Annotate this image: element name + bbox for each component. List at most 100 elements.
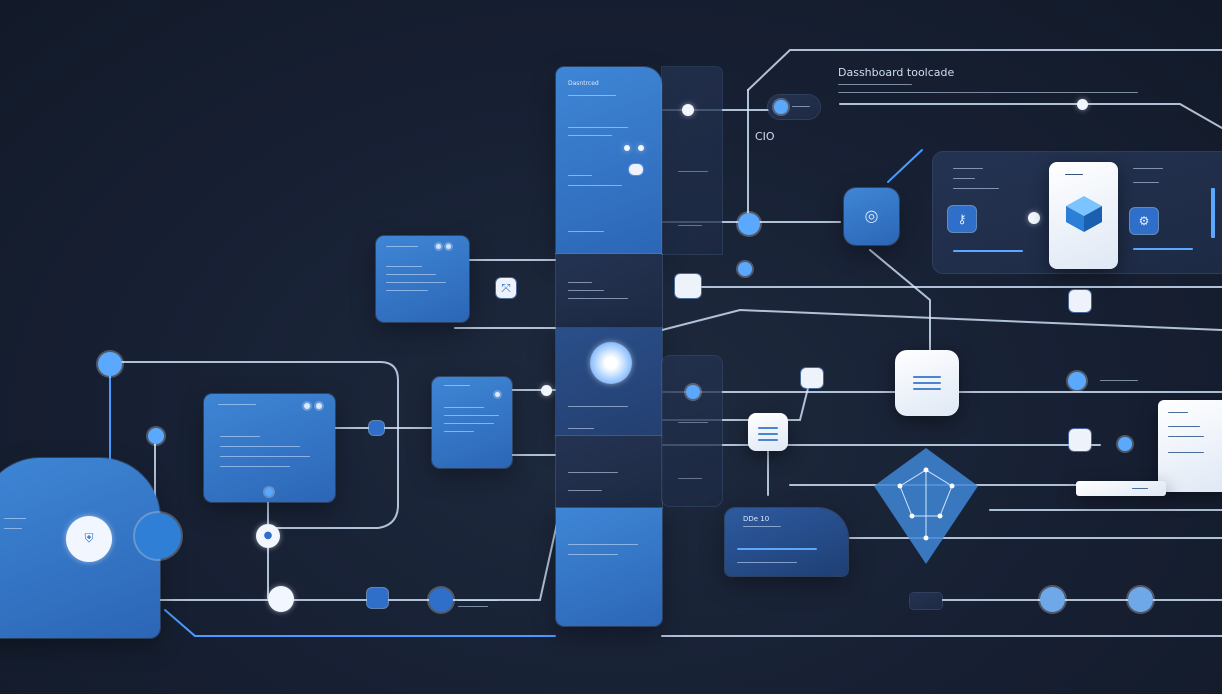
card-center-left[interactable] (432, 377, 512, 468)
central-column-mid[interactable] (556, 254, 662, 328)
status-dot (624, 145, 630, 151)
status-dot (495, 392, 500, 397)
text-line (568, 95, 616, 96)
drop-node[interactable]: ● (256, 524, 280, 548)
text-line (913, 376, 941, 378)
shield-node[interactable]: ⛨ (66, 516, 112, 562)
battery-icon[interactable] (910, 593, 942, 609)
gear-glyph: ⚙ (1138, 214, 1150, 228)
toggle-pill[interactable] (768, 95, 820, 119)
connector-left-top (109, 361, 399, 529)
text-line (568, 428, 594, 429)
side-window[interactable] (1158, 400, 1222, 492)
status-dot (304, 403, 310, 409)
status-dot (265, 488, 273, 496)
progress-bar (737, 548, 817, 550)
text-line (678, 478, 702, 479)
download-icon[interactable] (801, 368, 823, 388)
settings-icon[interactable]: ⚙ (1130, 208, 1158, 234)
text-line (1133, 182, 1159, 183)
toggle-knob (774, 100, 788, 114)
doc-node[interactable] (135, 513, 181, 559)
mic-node[interactable] (429, 588, 453, 612)
lock-node[interactable] (98, 352, 122, 376)
text-line (220, 466, 290, 467)
cloud-node[interactable] (1068, 372, 1086, 390)
panel-label: CIO (755, 130, 775, 143)
progress-bar (953, 250, 1023, 252)
refresh-icon[interactable] (1069, 429, 1091, 451)
slider-handle[interactable] (1077, 99, 1088, 110)
side-strip-lower (662, 356, 722, 506)
focus-orb[interactable] (590, 342, 632, 384)
central-column-top[interactable]: Dasntrced (556, 67, 662, 254)
link-glyph: ⤧ (501, 281, 511, 295)
text-line (444, 423, 494, 424)
search-bar[interactable] (1076, 481, 1166, 496)
text-line (568, 231, 604, 232)
text-line (758, 439, 778, 441)
text-line (386, 290, 428, 291)
small-node[interactable] (148, 428, 164, 444)
text-line (444, 407, 484, 408)
bottom-node-1[interactable] (1040, 587, 1065, 612)
card-top-left[interactable] (376, 236, 469, 322)
lower-blue-panel[interactable]: DDe 10 (725, 508, 848, 576)
vertical-slider[interactable] (1211, 188, 1215, 238)
fingerprint-node[interactable]: ◎ (844, 188, 899, 245)
text-line (4, 518, 26, 519)
gear-node[interactable] (738, 213, 760, 235)
text-line (568, 135, 612, 136)
link-icon[interactable]: ⤧ (496, 278, 516, 298)
server-node[interactable] (895, 350, 959, 416)
panel-outline (747, 49, 1222, 91)
text-line (444, 385, 470, 386)
text-line (4, 528, 22, 529)
cloud-icon[interactable] (1069, 290, 1091, 312)
central-column-focus[interactable] (556, 328, 662, 436)
text-line (737, 562, 797, 563)
text-line (678, 171, 708, 172)
status-dot (436, 244, 441, 249)
junction-node (541, 385, 552, 396)
text-line (678, 422, 708, 423)
blue-connector-bottom (164, 609, 556, 637)
card-left-middle[interactable] (204, 394, 335, 502)
status-dot (638, 145, 644, 151)
status-node[interactable] (1118, 437, 1132, 451)
check-node[interactable] (686, 385, 700, 399)
text-line (743, 526, 781, 527)
cube-card[interactable] (1049, 162, 1118, 269)
link-node[interactable] (738, 262, 752, 276)
text-line (444, 415, 499, 416)
key-icon[interactable]: ⚷ (948, 206, 976, 232)
list-node[interactable] (748, 413, 788, 451)
text-line (386, 274, 436, 275)
text-line (1168, 452, 1204, 453)
column-header: Dasntrced (568, 80, 599, 87)
calendar-icon[interactable] (367, 588, 388, 608)
text-line (1065, 174, 1083, 175)
text-line (386, 266, 422, 267)
text-line (386, 282, 446, 283)
status-dot (316, 403, 322, 409)
text-line (220, 456, 310, 457)
text-line (758, 433, 778, 435)
text-line (568, 490, 602, 491)
central-column-bottom[interactable] (556, 508, 662, 626)
text-line (220, 436, 260, 437)
text-line (838, 92, 1138, 93)
junction-node (1028, 212, 1040, 224)
doc-icon[interactable] (675, 274, 701, 298)
chat-node[interactable] (268, 586, 294, 612)
fingerprint-glyph: ◎ (864, 206, 879, 225)
central-column-lower[interactable] (556, 436, 662, 508)
text-line (913, 388, 941, 390)
mail-icon[interactable] (629, 164, 643, 175)
bottom-node-2[interactable] (1128, 587, 1153, 612)
chat-icon[interactable] (369, 421, 384, 435)
junction-node (682, 104, 694, 116)
slider-line (839, 103, 1222, 129)
network-diamond (874, 448, 978, 564)
